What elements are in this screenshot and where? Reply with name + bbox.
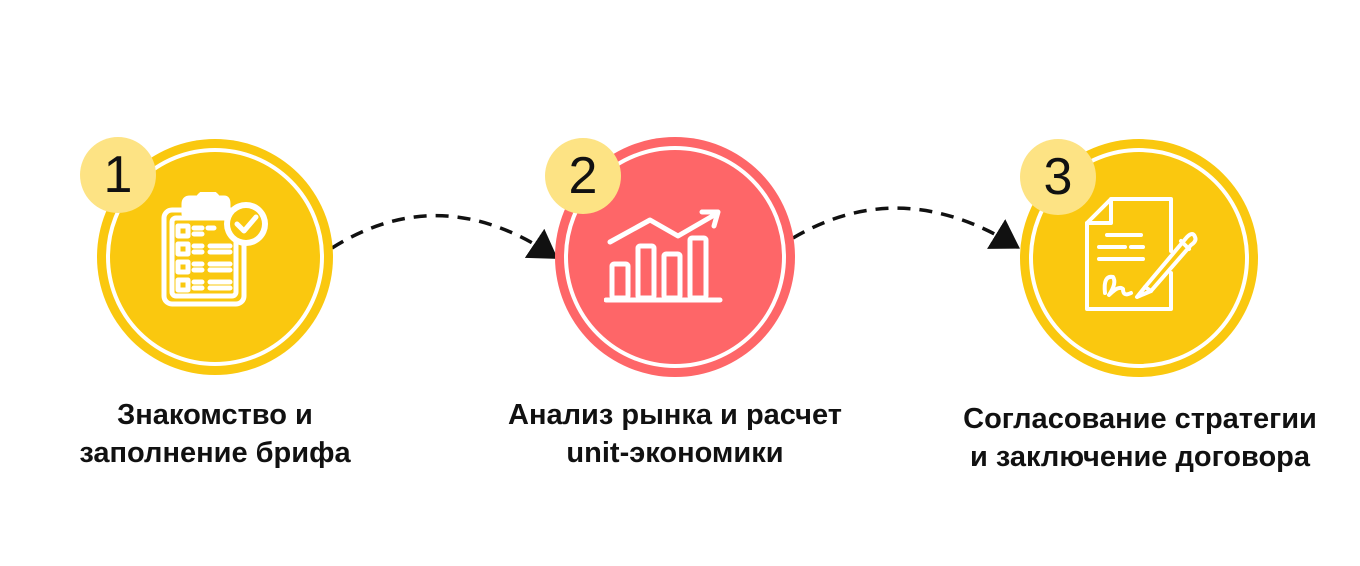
arrow-2-to-3 xyxy=(792,206,1020,249)
step-3-number-badge: 3 xyxy=(1020,139,1096,215)
growth-bar-chart-icon xyxy=(604,209,723,303)
step-3-label: Согласование стратегии и заключение дого… xyxy=(963,403,1317,473)
step-2-number: 2 xyxy=(568,147,598,205)
step-1-label: Знакомство и заполнение брифа xyxy=(79,399,351,469)
arrow-1-to-2 xyxy=(331,214,558,259)
document-signature-icon xyxy=(1085,197,1198,311)
step-2-ring xyxy=(564,146,786,368)
step-1-number-badge: 1 xyxy=(80,137,156,213)
step-2-number-badge: 2 xyxy=(545,138,621,214)
step-1-ring xyxy=(106,148,324,366)
clipboard-checklist-icon xyxy=(161,192,268,307)
step-3-number: 3 xyxy=(1043,148,1073,206)
step-1-number: 1 xyxy=(103,146,133,204)
step-2-label: Анализ рынка и расчет unit-экономики xyxy=(508,399,842,469)
step-3-ring xyxy=(1029,148,1249,368)
